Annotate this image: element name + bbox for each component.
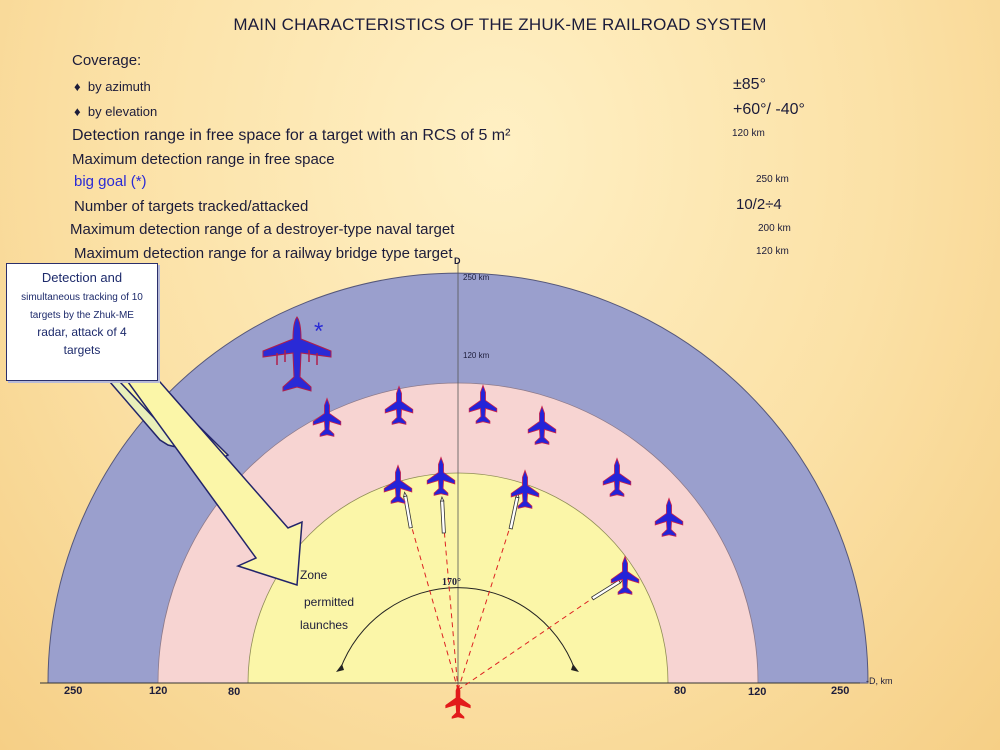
targets-value: 10/2÷4 bbox=[736, 196, 782, 213]
callout-line-2: simultaneous tracking of 10 bbox=[21, 292, 143, 303]
tick-left-250: 250 bbox=[64, 685, 83, 697]
zone-label-1: Zone bbox=[300, 568, 328, 582]
page-title: MAIN CHARACTERISTICS OF THE ZHUK-ME RAIL… bbox=[233, 15, 767, 34]
bridge-value: 120 km bbox=[756, 246, 789, 257]
big-goal-label: big goal (*) bbox=[74, 173, 147, 190]
tick-left-120: 120 bbox=[149, 685, 168, 697]
free-space-label: Detection range in free space for a targ… bbox=[72, 127, 511, 144]
launch-arc bbox=[339, 587, 576, 671]
tick-right-120: 120 bbox=[748, 686, 767, 698]
range-label-120km: 120 km bbox=[463, 351, 490, 360]
tick-right-250: 250 bbox=[831, 685, 850, 697]
horizontal-axis-label: -D, km bbox=[866, 676, 893, 686]
azimuth-value: ±85° bbox=[733, 76, 766, 93]
tracking-callout: Detection and simultaneous tracking of 1… bbox=[6, 263, 158, 381]
diamond-bullet-icon: ♦ bbox=[74, 104, 81, 119]
zone-label-3: launches bbox=[300, 618, 349, 632]
own-fighter-red bbox=[445, 684, 471, 719]
zone-label-2: permitted bbox=[304, 595, 355, 609]
max-range-label: Maximum detection range in free space bbox=[72, 151, 335, 168]
tick-right-80: 80 bbox=[674, 685, 687, 697]
callout-arrows bbox=[108, 379, 303, 587]
angle-label: 170° bbox=[442, 577, 461, 588]
diamond-bullet-icon: ♦ bbox=[74, 79, 81, 94]
elevation-row: ♦ by elevation bbox=[74, 104, 157, 119]
naval-label: Maximum detection range of a destroyer-t… bbox=[70, 221, 455, 238]
azimuth-row: ♦ by azimuth bbox=[74, 79, 151, 94]
azimuth-label: by azimuth bbox=[87, 79, 151, 94]
tick-left-80: 80 bbox=[228, 686, 241, 698]
callout-line-4: radar, attack of 4 bbox=[37, 325, 127, 339]
targets-label: Number of targets tracked/attacked bbox=[74, 198, 309, 215]
big-goal-value: 250 km bbox=[756, 174, 789, 185]
range-label-250km: 250 km bbox=[463, 273, 490, 282]
coverage-heading: Coverage: bbox=[72, 52, 142, 69]
big-target-aircraft bbox=[262, 316, 332, 392]
vertical-axis-label: D bbox=[454, 256, 461, 266]
free-space-value: 120 km bbox=[732, 128, 765, 139]
elevation-label: by elevation bbox=[87, 104, 158, 119]
callout-line-5: targets bbox=[63, 343, 101, 357]
guidance-lines bbox=[403, 499, 613, 691]
bridge-label: Maximum detection range for a railway br… bbox=[74, 245, 453, 262]
big-goal-asterisk: * bbox=[314, 318, 324, 345]
callout-line-1: Detection and bbox=[41, 270, 123, 285]
elevation-value: +60°/ -40° bbox=[733, 101, 805, 118]
callout-line-3: targets by the Zhuk-ME bbox=[30, 310, 134, 321]
naval-value: 200 km bbox=[758, 223, 791, 234]
